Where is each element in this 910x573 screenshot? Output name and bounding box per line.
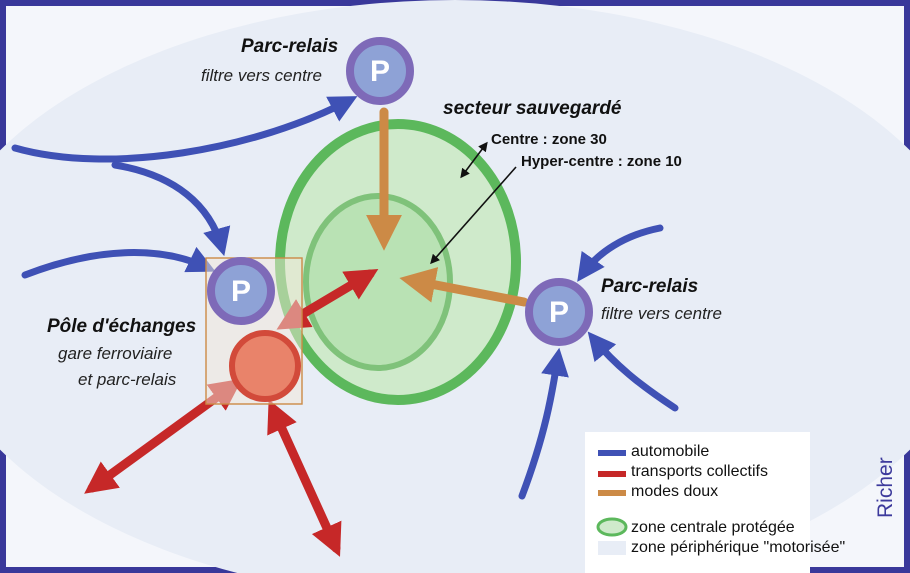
sector-title: secteur sauvegardé (443, 98, 622, 119)
legend-swatch-protected (596, 517, 628, 537)
legend-swatch-transit (598, 471, 626, 477)
park-right-icon: P (525, 278, 593, 346)
transit-hub-southwest (84, 378, 243, 494)
car-flow-to-hub-b (21, 246, 216, 279)
transit-hub-south (267, 399, 342, 557)
car-flow-right-bottom (518, 347, 569, 500)
park-right-subtitle: filtre vers centre (601, 304, 722, 323)
park-top-subtitle: filtre vers centre (201, 66, 322, 85)
park-right-title: Parc-relais (601, 276, 699, 297)
legend-swatches (585, 432, 810, 573)
train-station-icon (229, 330, 301, 402)
park-top-letter: P (370, 55, 390, 88)
legend-label-soft: modes doux (631, 483, 719, 500)
hyper-centre-label: Hyper-centre : zone 10 (521, 153, 682, 170)
hub-park-letter: P (231, 275, 251, 308)
legend-swatch-peripheral (598, 541, 626, 555)
zone-pointers (430, 141, 517, 265)
legend-swatch-soft (598, 490, 626, 496)
hub-park-icon: P (207, 257, 275, 325)
hyper-centre-pointer (430, 166, 517, 265)
legend-swatch-automobile (598, 450, 626, 456)
transit-hub-centre (276, 269, 379, 330)
legend-label-automobile: automobile (631, 443, 710, 460)
car-flow-right-lower (587, 331, 679, 412)
legend-label-transit: transports collectifs (631, 463, 768, 480)
hub-line-2: et parc-relais (78, 370, 177, 389)
legend-label-peripheral: zone périphérique "motorisée" (631, 539, 846, 556)
car-flow-to-top-park (11, 96, 358, 163)
centre-zone-label: Centre : zone 30 (491, 131, 607, 148)
park-top-icon: P (346, 37, 414, 105)
car-flows (11, 96, 679, 500)
car-flow-right-upper (577, 224, 664, 282)
soft-flow-right (399, 267, 529, 307)
transit-flows (84, 269, 379, 557)
park-top-title: Parc-relais (241, 36, 339, 57)
hub-line-1: gare ferroviaire (58, 344, 173, 363)
author-credit: Richer (874, 457, 897, 518)
soft-mode-flows (366, 107, 529, 307)
park-right-letter: P (549, 296, 569, 329)
legend-label-protected: zone centrale protégée (631, 519, 795, 536)
car-flow-to-hub-a (111, 161, 231, 257)
hub-title: Pôle d'échanges (47, 316, 197, 337)
centre-zone-pointer (460, 141, 488, 179)
